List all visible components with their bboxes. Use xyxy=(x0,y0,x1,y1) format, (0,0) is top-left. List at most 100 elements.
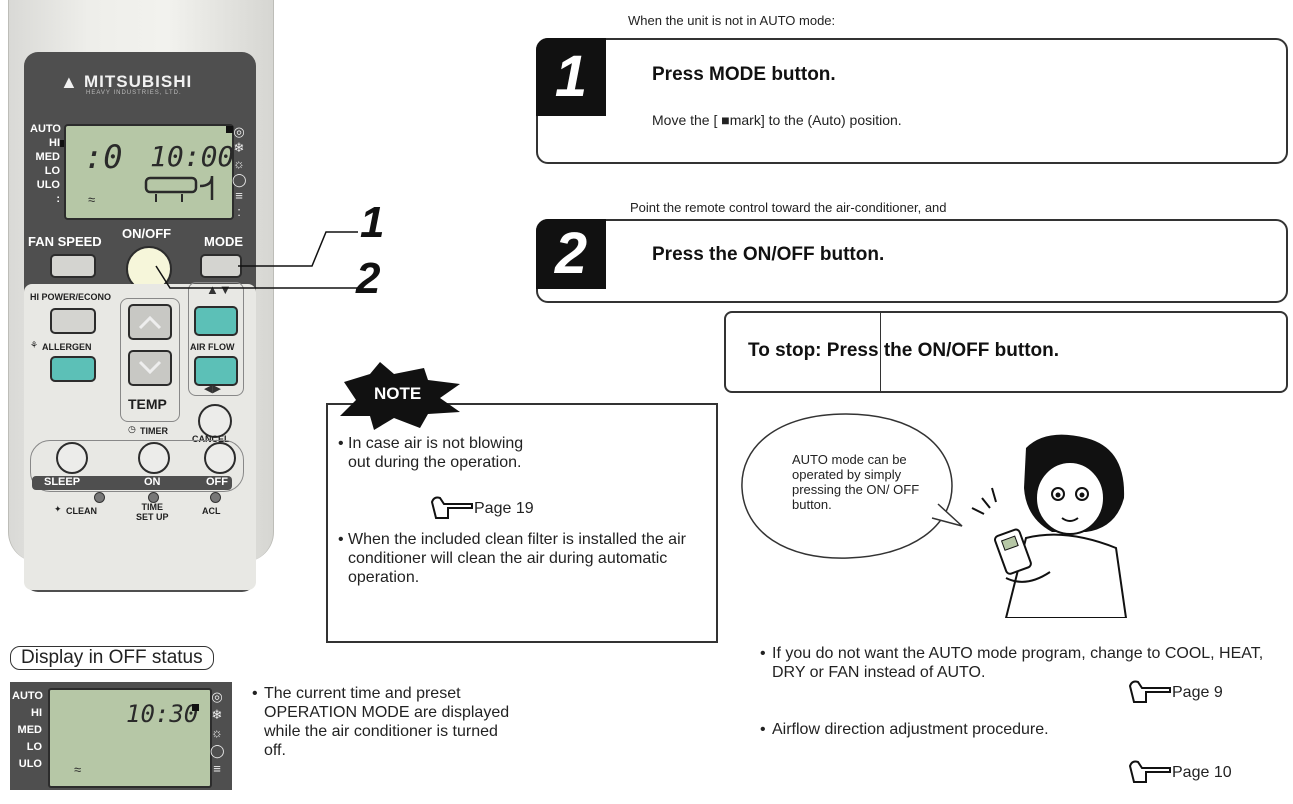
auto-mode-icon: ◎ xyxy=(211,689,223,704)
dry-mode-icon: ◯ xyxy=(232,172,247,187)
off-mode-icons: ◎ ❄ ☼ ◯ ≡ xyxy=(210,688,225,778)
chevron-up-icon xyxy=(138,315,162,330)
temp-down-button[interactable] xyxy=(128,350,172,386)
right-note-item-1: If you do not want the AUTO mode program… xyxy=(772,645,1264,681)
horizontal-airflow-button[interactable] xyxy=(194,356,238,386)
step-2-box xyxy=(536,219,1288,303)
acl-label: ACL xyxy=(202,506,221,516)
timer-icon: ◷ xyxy=(128,424,136,434)
off-mode-indicator xyxy=(192,704,199,711)
vertical-airflow-button[interactable] xyxy=(194,306,238,336)
bubble-text: AUTO mode can be operated by simply pres… xyxy=(792,452,920,512)
off-label: OFF xyxy=(206,476,228,488)
cool-mode-icon: ❄ xyxy=(211,707,223,722)
mitsubishi-logo-icon: ▲ xyxy=(60,72,78,92)
brand-subtitle: HEAVY INDUSTRIES, LTD. xyxy=(86,90,182,96)
right-page-ref-2: Page 10 xyxy=(1172,764,1232,781)
mode-label: MODE xyxy=(204,234,243,249)
step-2-pretext: Point the remote control toward the air-… xyxy=(630,200,947,215)
step-2-title: Press the ON/OFF button. xyxy=(652,244,885,265)
off-status-text: The current time and preset OPERATION MO… xyxy=(264,685,510,759)
note-title: NOTE xyxy=(374,384,422,403)
auto-mode-icon: ◎ xyxy=(233,124,245,139)
hi-power-label: HI POWER/ECONO xyxy=(30,292,112,302)
temp-up-button[interactable] xyxy=(128,304,172,340)
pointing-hand-icon-2 xyxy=(1128,680,1171,703)
step-1-subtitle: Move the [ ■mark] to the (Auto) position… xyxy=(652,112,902,128)
sleep-label: SLEEP xyxy=(44,476,81,488)
clean-icon: ✦ xyxy=(54,504,62,514)
dry-mode-icon: ◯ xyxy=(210,743,225,758)
airflow-group-frame xyxy=(188,282,244,396)
step-1-box xyxy=(536,38,1288,164)
air-flow-label: AIR FLOW xyxy=(190,342,235,352)
time-set-up-label: TIME SET UP xyxy=(136,502,169,522)
sleep-button[interactable] xyxy=(56,442,88,474)
allergen-label: ALLERGEN xyxy=(42,342,92,352)
fan-speed-button[interactable] xyxy=(50,254,96,278)
fan-mode-icon: ≡ xyxy=(213,761,221,776)
vertical-airflow-icon: ▲▼ xyxy=(206,282,232,297)
acl-button[interactable] xyxy=(210,492,221,503)
temp-label: TEMP xyxy=(128,396,167,412)
lcd-swing-icon: ≈ xyxy=(88,192,96,207)
off-fan-level-labels: AUTO HI MED LO ULO xyxy=(12,690,43,770)
note-item-2: When the included clean filter is instal… xyxy=(348,531,686,586)
lcd-time-readout: 10:00 xyxy=(150,140,235,173)
time-set-up-button[interactable] xyxy=(148,492,159,503)
lcd-louver-icon xyxy=(144,175,214,202)
note-item-1: In case air is not blowing out during th… xyxy=(348,435,524,471)
lcd-temp-readout: :0 xyxy=(84,138,123,176)
timer-label: TIMER xyxy=(140,426,168,436)
speech-bubble xyxy=(741,413,963,559)
note-page-ref-1: Page 19 xyxy=(474,500,534,517)
woman-with-remote-illustration xyxy=(971,434,1128,618)
timer-group-frame xyxy=(30,440,244,492)
off-swing-icon: ≈ xyxy=(74,762,82,777)
mode-button[interactable] xyxy=(200,254,242,278)
note-starburst-icon xyxy=(340,362,460,430)
temp-group-frame xyxy=(120,298,180,422)
callout-lines xyxy=(155,231,358,289)
heat-mode-icon: ☼ xyxy=(211,725,223,740)
timer-label-strip xyxy=(32,476,232,490)
intro-text: When the unit is not in AUTO mode: xyxy=(628,13,836,28)
remote-lcd-display xyxy=(64,124,234,220)
step-2-number: 2 xyxy=(536,219,606,289)
off-status-lcd xyxy=(48,688,212,788)
brand-logo: MITSUBISHI xyxy=(84,72,193,91)
allergen-button[interactable] xyxy=(50,356,96,382)
fan-level-indicator xyxy=(60,140,67,147)
stop-text: To stop: Press the ON/OFF button. xyxy=(748,340,1060,361)
horizontal-airflow-icon: ◀▶ xyxy=(204,383,221,395)
off-status-label: Display in OFF status xyxy=(10,646,214,670)
cool-mode-icon: ❄ xyxy=(233,140,245,155)
mode-icons-column: ◎ ❄ ☼ ◯ ≡ : xyxy=(232,124,247,219)
mode-indicator xyxy=(226,126,233,133)
right-note-item-2: Airflow direction adjustment procedure. xyxy=(772,721,1049,738)
stop-divider xyxy=(880,311,881,391)
hi-power-econo-button[interactable] xyxy=(50,308,96,334)
pointing-hand-icon xyxy=(430,496,473,519)
callout-2: 2 xyxy=(356,254,381,303)
stop-box xyxy=(724,311,1288,393)
clean-button[interactable] xyxy=(94,492,105,503)
cancel-label: CANCEL xyxy=(192,434,230,444)
step-1-number: 1 xyxy=(536,38,606,116)
note-box xyxy=(326,403,718,643)
timer-on-button[interactable] xyxy=(138,442,170,474)
right-page-ref-1: Page 9 xyxy=(1172,684,1223,701)
pointing-hand-icon-3 xyxy=(1128,760,1171,783)
off-status-time: 10:30 xyxy=(126,700,199,728)
step-1-title: Press MODE button. xyxy=(652,64,836,85)
fan-level-labels: AUTO HI MED LO ULO : xyxy=(30,123,61,205)
callout-1: 1 xyxy=(360,198,385,247)
on-off-label: ON/OFF xyxy=(122,226,172,241)
chevron-down-icon xyxy=(138,360,162,375)
fan-mode-icon: ≡ xyxy=(235,188,243,203)
timer-off-button[interactable] xyxy=(204,442,236,474)
cancel-button[interactable] xyxy=(198,404,232,438)
heat-mode-icon: ☼ xyxy=(233,156,245,171)
fan-speed-label: FAN SPEED xyxy=(28,234,102,249)
clean-label: CLEAN xyxy=(66,506,97,516)
